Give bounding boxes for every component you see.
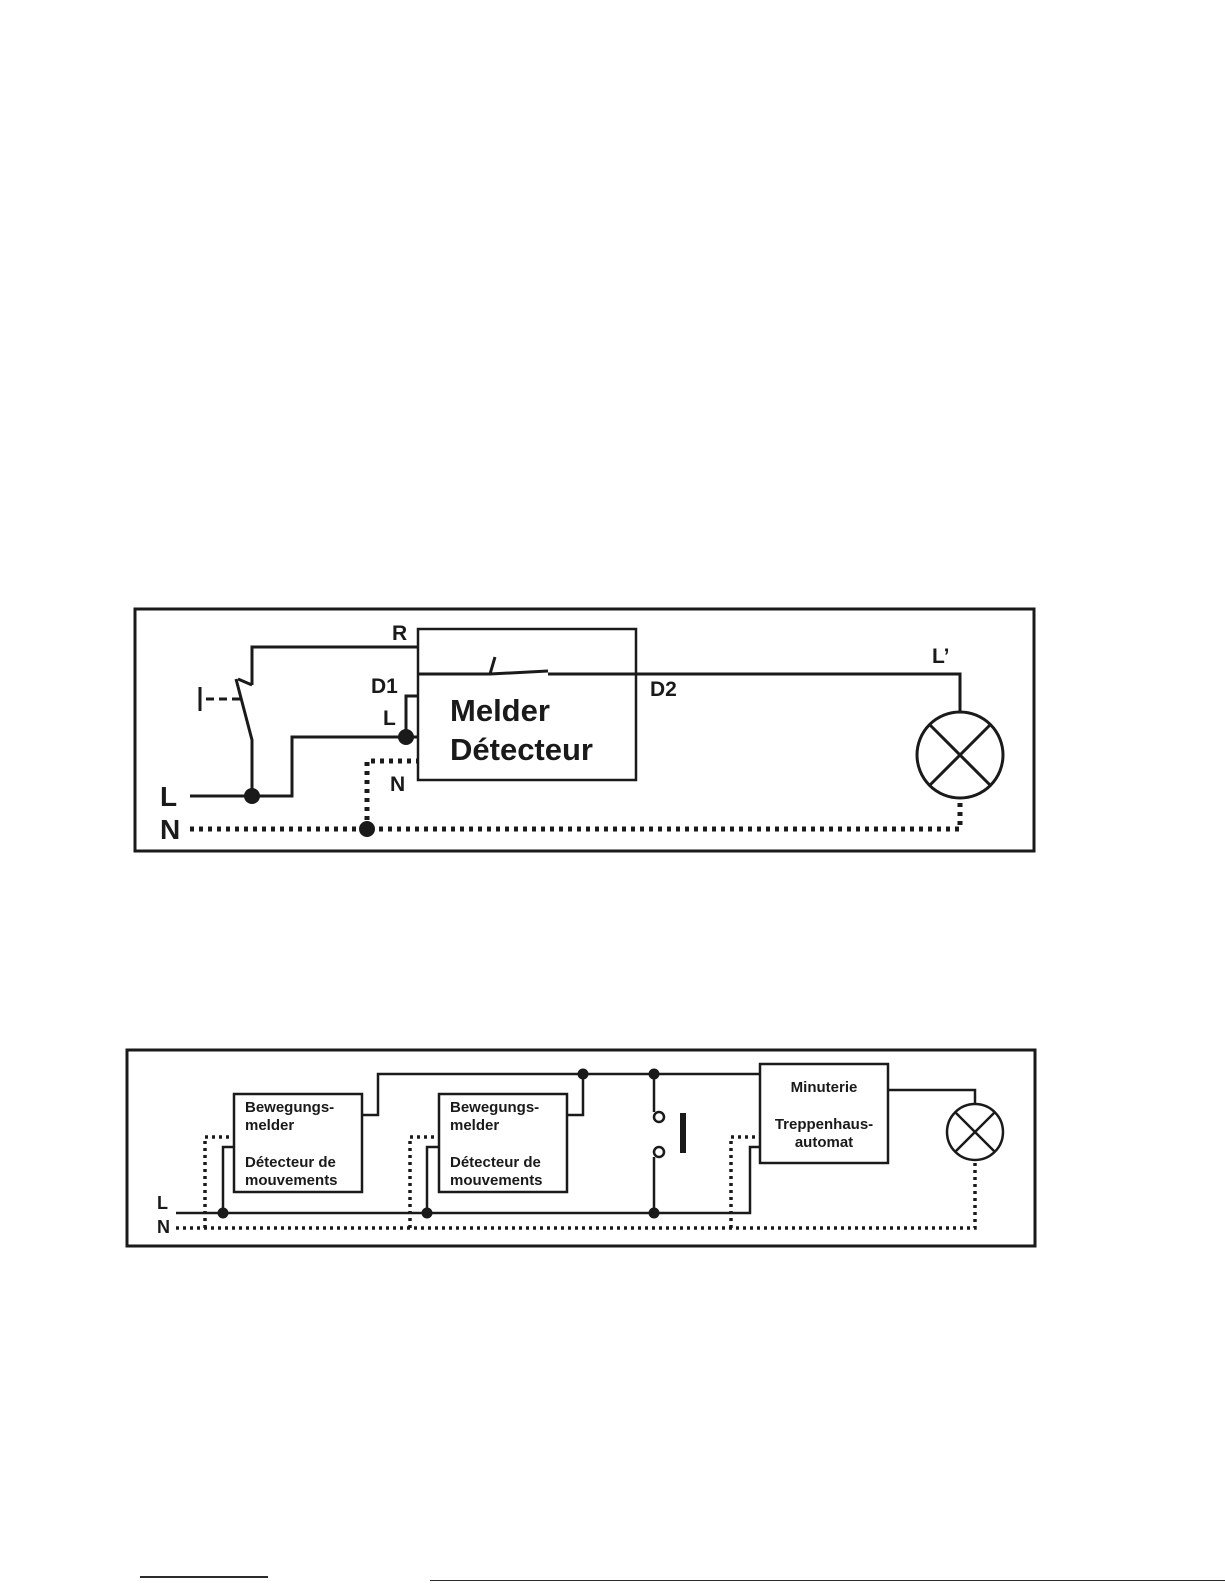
junction-node bbox=[649, 1069, 660, 1080]
detector-2-line3: Détecteur de bbox=[450, 1154, 541, 1171]
junction-node bbox=[649, 1208, 660, 1219]
line-label-l: L bbox=[157, 1193, 168, 1213]
timer-line3: automat bbox=[795, 1134, 853, 1151]
line-label-n: N bbox=[157, 1217, 170, 1237]
push-button-icon bbox=[654, 1074, 686, 1213]
timer-line1: Minuterie bbox=[791, 1079, 858, 1096]
detector-1-line3: Détecteur de bbox=[245, 1154, 336, 1171]
detector-2-line2: melder bbox=[450, 1117, 499, 1134]
junction-node bbox=[578, 1069, 589, 1080]
timer-line2: Treppenhaus- bbox=[775, 1116, 873, 1133]
neutral-to-timer bbox=[731, 1137, 760, 1228]
detector-2-output bbox=[567, 1074, 583, 1115]
detector-1-line4: mouvements bbox=[245, 1172, 338, 1189]
footer-rule bbox=[140, 1576, 268, 1578]
footer-rule bbox=[430, 1580, 1225, 1581]
junction-node bbox=[422, 1208, 433, 1219]
detector-1-line2: melder bbox=[245, 1117, 294, 1134]
live-to-detector-1 bbox=[223, 1147, 234, 1213]
detector-2-line1: Bewegungs- bbox=[450, 1099, 539, 1116]
timer-output bbox=[888, 1090, 975, 1104]
junction-node bbox=[218, 1208, 229, 1219]
lamp-icon bbox=[947, 1104, 1003, 1160]
detector-1-line1: Bewegungs- bbox=[245, 1099, 334, 1116]
live-to-detector-2 bbox=[427, 1147, 439, 1213]
detector-2-line4: mouvements bbox=[450, 1172, 543, 1189]
